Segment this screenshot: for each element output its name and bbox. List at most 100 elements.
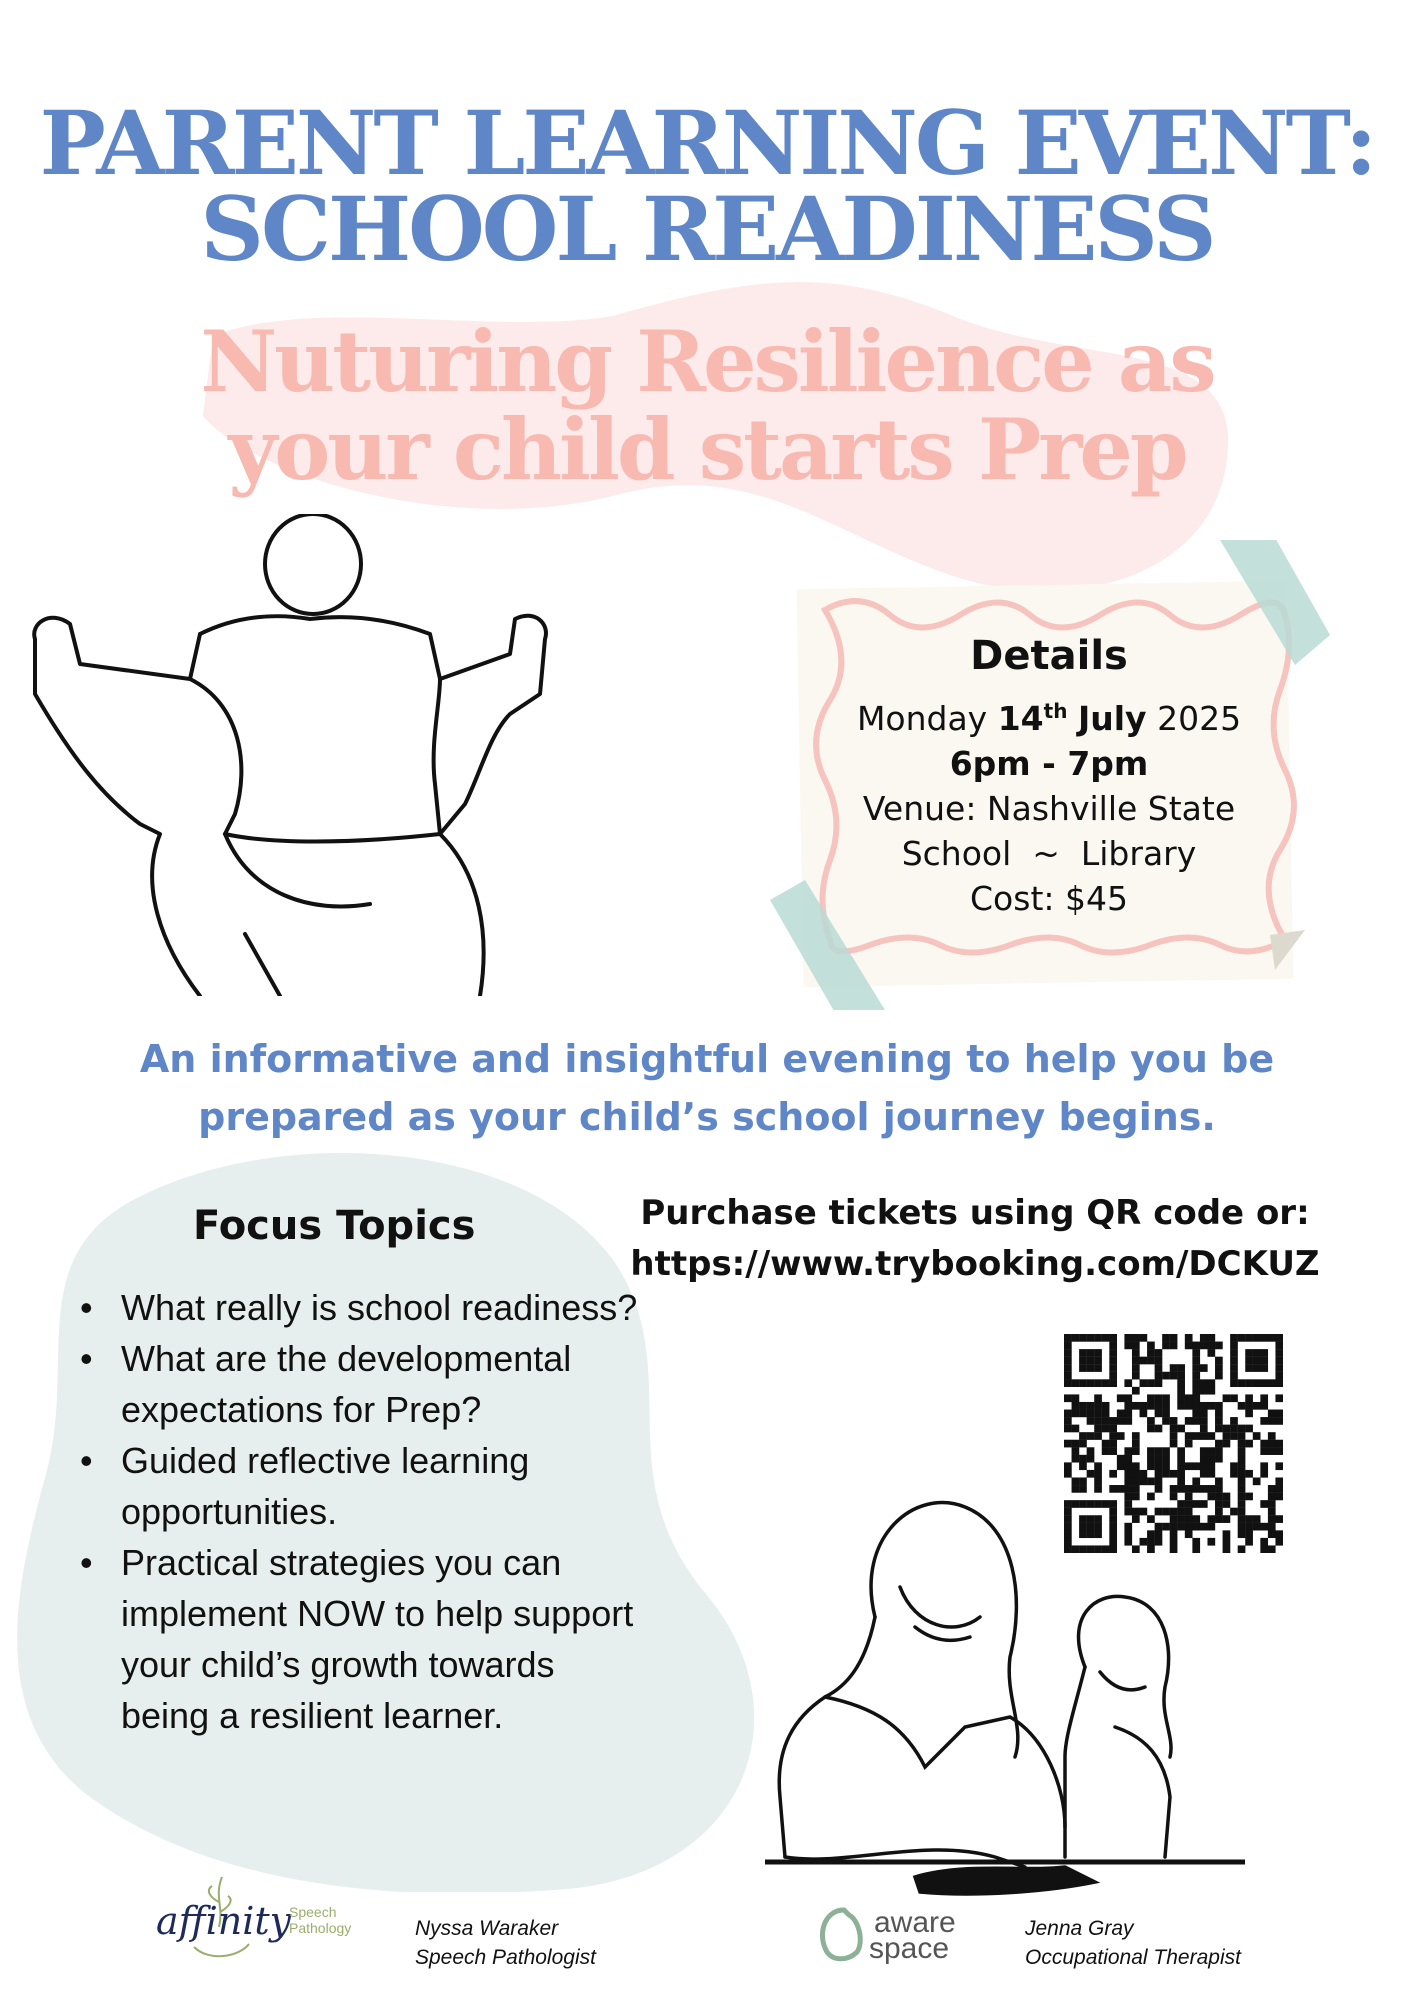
qr-module — [1260, 1462, 1269, 1471]
qr-module — [1131, 1462, 1140, 1471]
qr-module — [1094, 1530, 1102, 1539]
pink-background-blob — [203, 282, 1229, 591]
qr-module — [1237, 1401, 1246, 1410]
qr-module — [1275, 1371, 1283, 1380]
qr-module — [1109, 1349, 1118, 1357]
qr-module — [1245, 1379, 1253, 1388]
qr-module — [1260, 1356, 1269, 1365]
qr-module — [1207, 1379, 1216, 1388]
qr-module — [1222, 1537, 1231, 1546]
qr-module — [1086, 1500, 1095, 1508]
aware-logo-text-1: aware — [874, 1906, 956, 1939]
qr-code[interactable] — [1064, 1334, 1283, 1553]
subtitle-line-2: your child starts Prep — [228, 400, 1188, 499]
qr-module — [1147, 1477, 1155, 1486]
details-heading: Details — [970, 633, 1128, 679]
qr-module — [1169, 1371, 1178, 1380]
qr-module — [1260, 1447, 1269, 1455]
date-year: 2025 — [1157, 699, 1242, 738]
qr-module — [1192, 1537, 1201, 1546]
qr-module — [1124, 1500, 1133, 1508]
qr-module — [1101, 1401, 1110, 1410]
qr-module — [1177, 1394, 1185, 1403]
qr-module — [1177, 1469, 1185, 1478]
qr-module — [1199, 1500, 1208, 1508]
event-time: 6pm - 7pm — [949, 744, 1149, 783]
qr-module — [1079, 1439, 1087, 1448]
qr-module — [1064, 1349, 1072, 1357]
qr-module — [1124, 1379, 1133, 1388]
qr-module — [1071, 1447, 1080, 1455]
qr-module — [1184, 1341, 1193, 1350]
qr-module — [1071, 1545, 1080, 1553]
qr-module — [1169, 1515, 1178, 1523]
qr-module — [1071, 1334, 1080, 1342]
qr-module — [1086, 1515, 1095, 1523]
qr-module — [1079, 1515, 1087, 1523]
qr-module — [1162, 1341, 1170, 1350]
qr-module — [1267, 1447, 1276, 1455]
qr-module — [1215, 1507, 1223, 1516]
qr-module — [1124, 1522, 1133, 1531]
qr-module — [1094, 1485, 1102, 1493]
qr-module — [1162, 1401, 1170, 1410]
qr-module — [1064, 1522, 1072, 1531]
qr-module — [1275, 1349, 1283, 1357]
qr-module — [1275, 1485, 1283, 1493]
qr-module — [1086, 1364, 1095, 1372]
qr-module — [1124, 1537, 1133, 1546]
qr-module — [1147, 1349, 1155, 1357]
qr-module — [1131, 1364, 1140, 1372]
qr-module — [1215, 1401, 1223, 1410]
qr-module — [1237, 1515, 1246, 1523]
qr-module — [1199, 1341, 1208, 1350]
qr-module — [1064, 1371, 1072, 1380]
qr-module — [1169, 1364, 1178, 1372]
qr-module — [1207, 1485, 1216, 1493]
qr-module — [1131, 1371, 1140, 1380]
qr-module — [1199, 1485, 1208, 1493]
qr-module — [1267, 1515, 1276, 1523]
qr-module — [1169, 1530, 1178, 1539]
qr-module — [1094, 1349, 1102, 1357]
qr-module — [1086, 1447, 1095, 1455]
qr-module — [1079, 1500, 1087, 1508]
qr-module — [1192, 1364, 1201, 1372]
qr-module — [1222, 1424, 1231, 1433]
qr-module — [1222, 1500, 1231, 1508]
qr-module — [1260, 1469, 1269, 1478]
list-item: Guided reflective learning opportunities… — [80, 1435, 640, 1537]
qr-module — [1162, 1334, 1170, 1342]
qr-module — [1079, 1530, 1087, 1539]
qr-module — [1275, 1364, 1283, 1372]
qr-module — [1154, 1477, 1163, 1486]
qr-module — [1064, 1537, 1072, 1546]
qr-module — [1245, 1469, 1253, 1478]
qr-module — [1154, 1379, 1163, 1388]
qr-module — [1169, 1334, 1178, 1342]
qr-module — [1237, 1500, 1246, 1508]
qr-module — [1260, 1439, 1269, 1448]
qr-module — [1245, 1334, 1253, 1342]
qr-module — [1184, 1507, 1193, 1516]
qr-module — [1192, 1432, 1201, 1440]
qr-module — [1207, 1349, 1216, 1357]
qr-module — [1162, 1522, 1170, 1531]
qr-module — [1086, 1379, 1095, 1388]
qr-module — [1215, 1439, 1223, 1448]
qr-module — [1116, 1485, 1125, 1493]
qr-module — [1154, 1409, 1163, 1418]
qr-module — [1147, 1530, 1155, 1539]
qr-module — [1184, 1401, 1193, 1410]
qr-module — [1071, 1394, 1080, 1403]
father-child-illustration — [32, 514, 548, 996]
qr-module — [1162, 1507, 1170, 1516]
qr-module — [1177, 1386, 1185, 1395]
qr-module — [1192, 1379, 1201, 1388]
qr-module — [1177, 1507, 1185, 1516]
qr-module — [1094, 1417, 1102, 1425]
booking-link[interactable]: https://www.trybooking.com/DCKUZ — [630, 1244, 1320, 1284]
qr-module — [1064, 1379, 1072, 1388]
qr-module — [1215, 1477, 1223, 1486]
qr-module — [1237, 1545, 1246, 1553]
